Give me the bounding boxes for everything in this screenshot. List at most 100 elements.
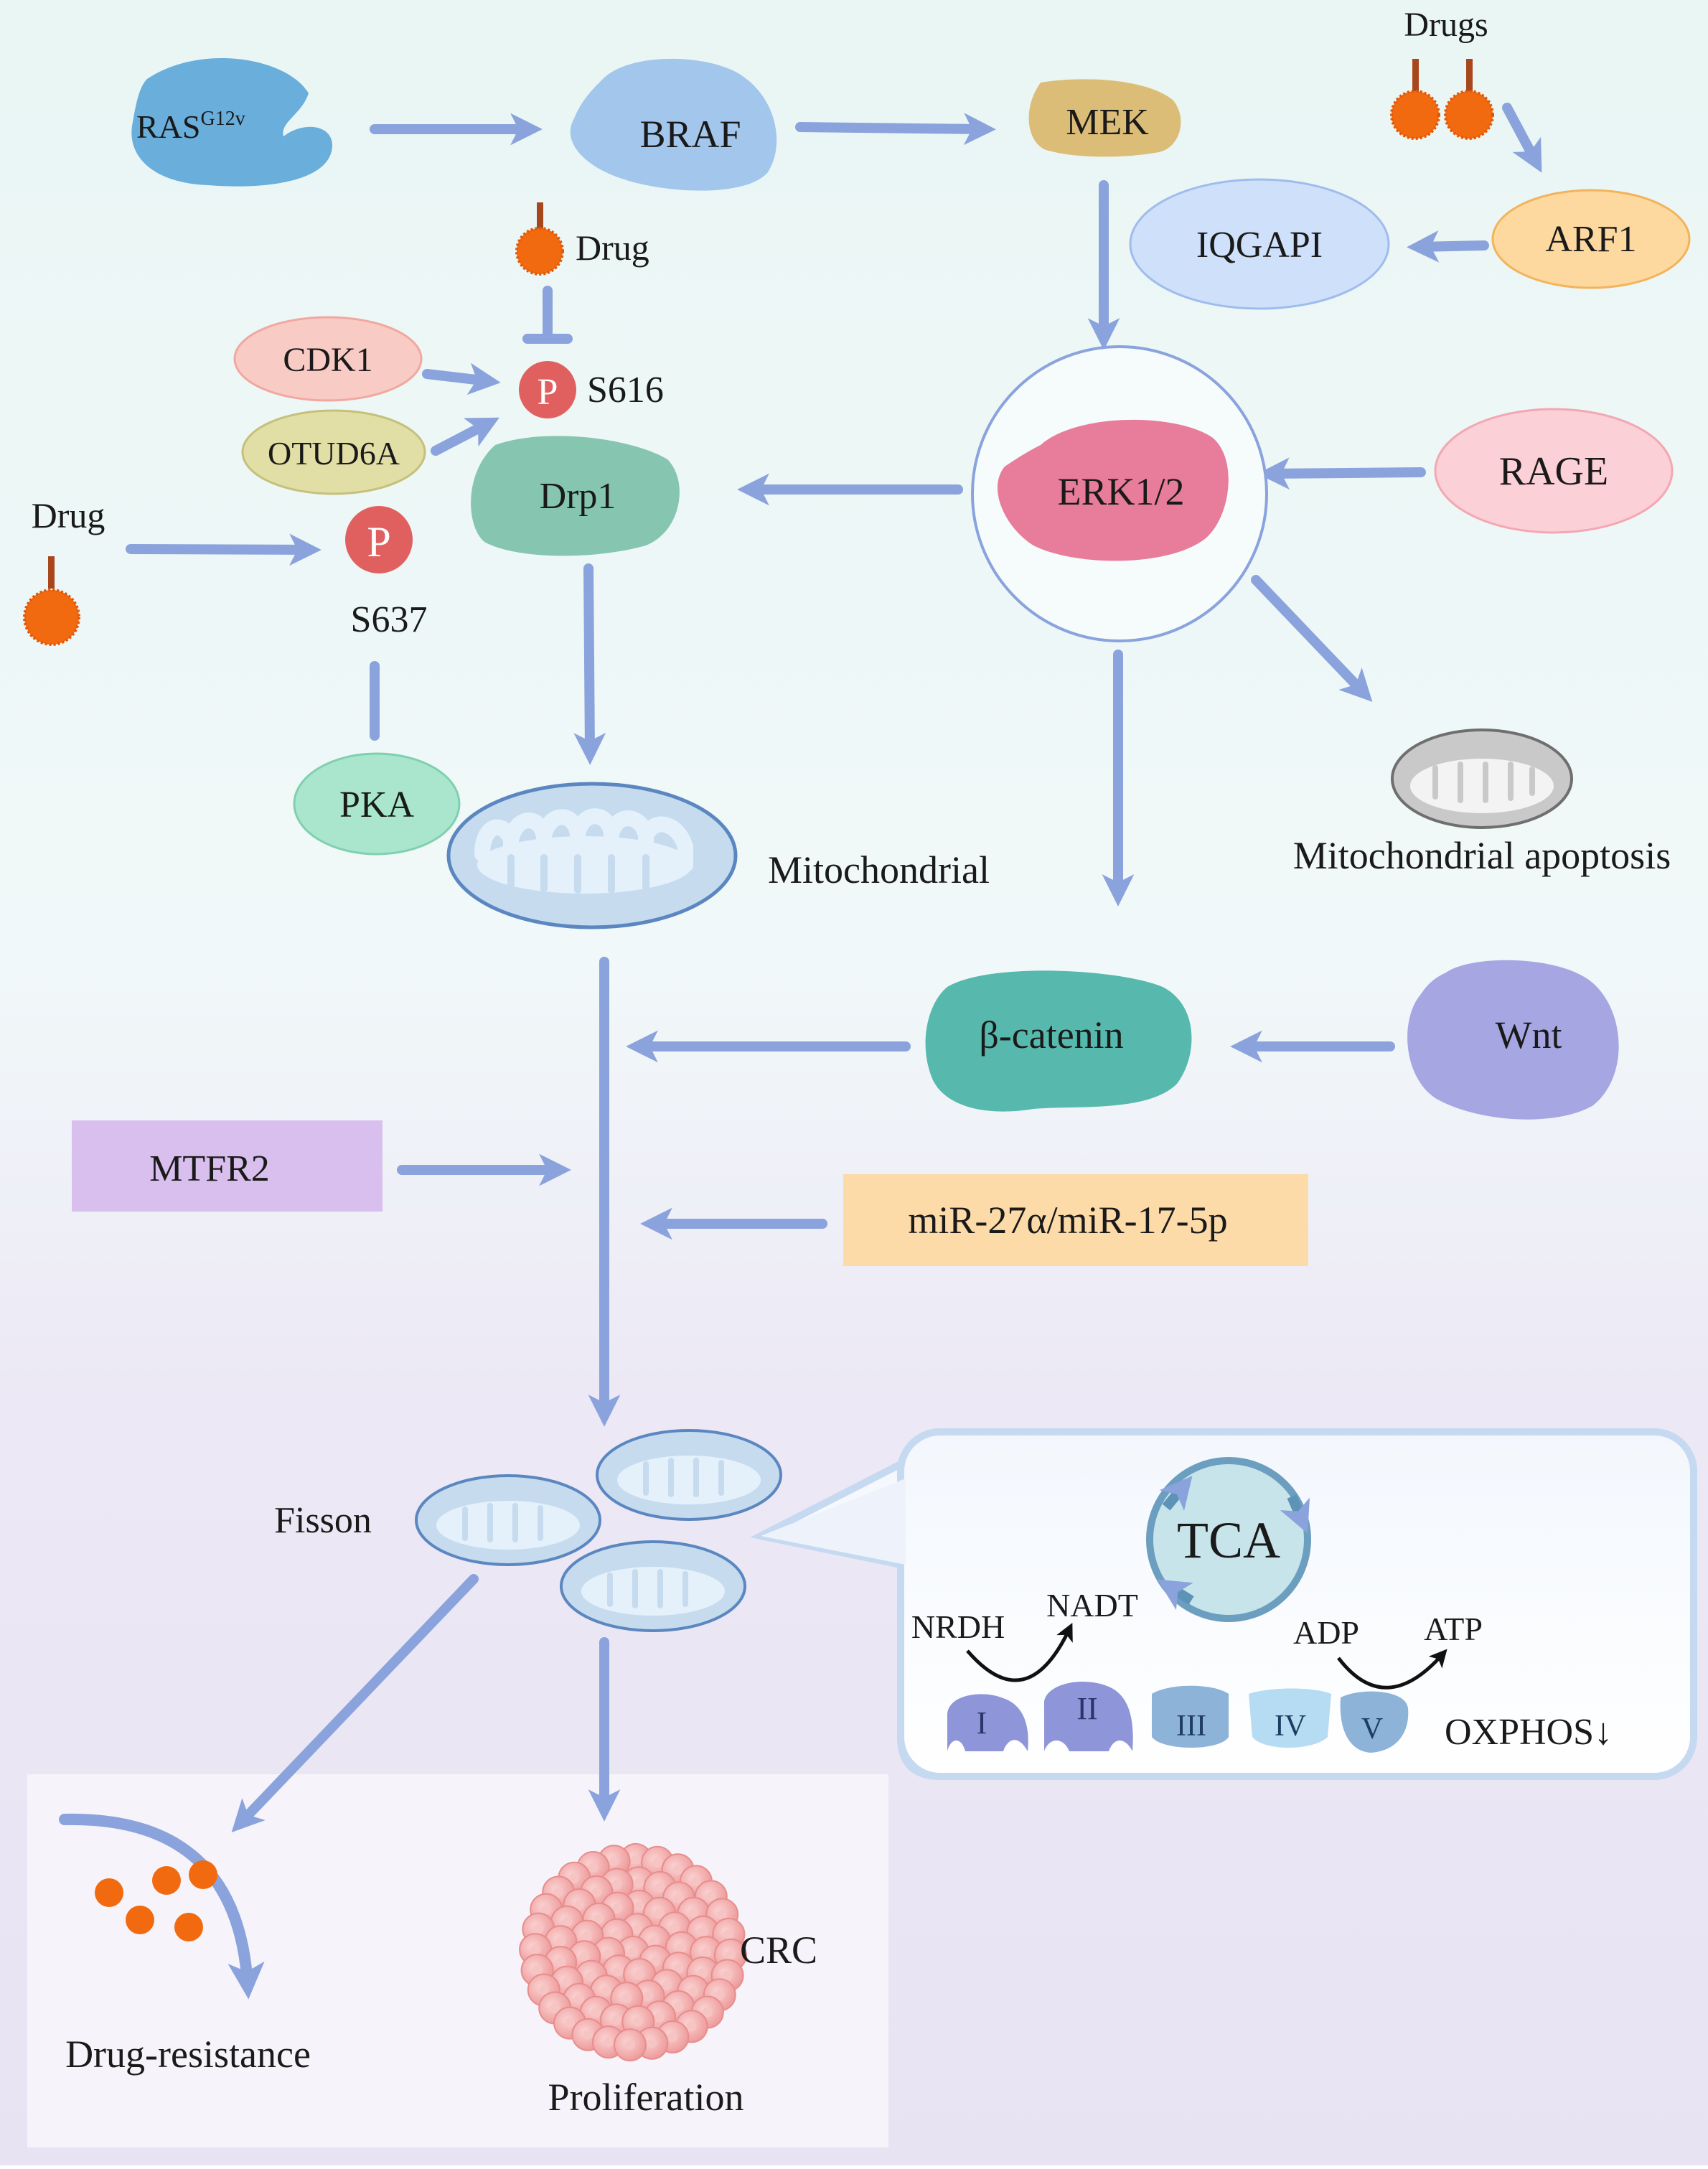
cdk1-label: CDK1 xyxy=(283,341,372,379)
tumor-cell-nucleus xyxy=(562,1916,573,1927)
tumor-cell-nucleus xyxy=(582,1931,593,1941)
svg-text:P: P xyxy=(367,518,390,566)
iqgap-node: IQGAPI xyxy=(1129,178,1390,310)
pka-label: PKA xyxy=(339,784,414,825)
beta-catenin-label: β-catenin xyxy=(979,1013,1123,1057)
tumor-cell-nucleus xyxy=(553,1887,564,1898)
oxphos-label: OXPHOS↓ xyxy=(1445,1712,1613,1753)
tumor-cell-nucleus xyxy=(643,1991,654,2002)
s616-label: S616 xyxy=(587,370,664,411)
tumor-cell-nucleus xyxy=(647,2038,657,2048)
tumor-cell-nucleus xyxy=(673,2002,684,2012)
tumor-cell-nucleus xyxy=(631,1854,641,1865)
tumor-cell-nucleus xyxy=(538,1985,549,1995)
arrow-rage-erk xyxy=(1257,457,1426,490)
drug-resistance-label: Drug-resistance xyxy=(65,2033,311,2076)
tumor-cell-nucleus xyxy=(673,1893,684,1903)
tumor-cell-nucleus xyxy=(611,1879,622,1890)
tumor-cell-nucleus xyxy=(717,1909,728,1920)
complex-ii-icon: II xyxy=(1044,1681,1133,1751)
tumor-cell-nucleus xyxy=(555,1936,566,1947)
tumor-cell-nucleus xyxy=(611,2015,621,2025)
tumor-cell-nucleus xyxy=(593,1913,604,1924)
mtfr2-label: MTFR2 xyxy=(149,1148,270,1189)
atp-label: ATP xyxy=(1424,1611,1483,1647)
mirna-label: miR-27α/miR-17-5p xyxy=(908,1199,1227,1242)
pka-node: PKA xyxy=(293,752,461,856)
svg-text:V: V xyxy=(1361,1713,1383,1746)
tumor-cell-nucleus xyxy=(723,1929,734,1939)
complex-v-icon: V xyxy=(1340,1691,1409,1753)
tumor-cell-nucleus xyxy=(588,1863,599,1873)
svg-text:IV: IV xyxy=(1275,1710,1306,1743)
tumor-cell-nucleus xyxy=(698,1926,708,1937)
tumor-cell-nucleus xyxy=(628,1947,638,1957)
tumor-cell-nucleus xyxy=(555,1957,566,1968)
tumor-cell-nucleus xyxy=(654,2012,665,2023)
tumor-cell-nucleus xyxy=(672,1865,683,1875)
tumor-cell-nucleus xyxy=(654,1882,665,1893)
tumor-cell-nucleus xyxy=(670,1923,680,1934)
s637-label: S637 xyxy=(351,599,428,640)
adp-to-atp-arrow xyxy=(1337,1649,1447,1690)
otud6a-node: OTUD6A xyxy=(241,409,426,495)
drug-pill-icon xyxy=(1444,90,1494,140)
drug-stem-1 xyxy=(1412,59,1419,93)
mito-fragment-2 xyxy=(415,1474,601,1566)
svg-text:P: P xyxy=(538,372,558,413)
tumor-cell-nucleus xyxy=(562,1977,572,1987)
arrow-erk-apoptosis xyxy=(1251,575,1373,702)
mirna-box: miR-27α/miR-17-5p xyxy=(843,1174,1308,1266)
mek-label: MEK xyxy=(1066,102,1149,143)
arf1-label: ARF1 xyxy=(1545,219,1636,260)
beta-catenin-protein: β-catenin xyxy=(925,970,1192,1112)
rage-node: RAGE xyxy=(1434,408,1674,534)
arrow-arf1-iqgap xyxy=(1407,230,1489,263)
drug-left: Drug xyxy=(23,495,105,646)
tumor-cell-nucleus xyxy=(574,1899,585,1910)
tumor-cell-nucleus xyxy=(690,1876,701,1887)
tumor-cell-nucleus xyxy=(688,1908,699,1919)
svg-text:III: III xyxy=(1176,1710,1206,1743)
nrdh-label: NRDH xyxy=(911,1608,1005,1645)
tumor-cell-nucleus xyxy=(676,1942,687,1953)
svg-text:I: I xyxy=(977,1705,987,1741)
tumor-cell-nucleus xyxy=(583,2029,593,2040)
phospho-s616: P S616 xyxy=(519,361,664,418)
iqgap-label: IQGAPI xyxy=(1196,225,1323,266)
mito-fragment-3 xyxy=(560,1540,746,1632)
drugs-top-label: Drugs xyxy=(1404,6,1488,44)
arrow-otud6a-p616 xyxy=(431,417,499,456)
phospho-s637-icon xyxy=(345,506,413,573)
arrow-drug-p637 xyxy=(126,533,322,566)
tumor-cell-nucleus xyxy=(609,1856,619,1867)
drp1-protein: Drp1 xyxy=(471,436,680,556)
tumor-cell-nucleus xyxy=(714,1990,725,2000)
drp1-label: Drp1 xyxy=(540,476,616,517)
tumor-cell-nucleus xyxy=(591,2007,601,2018)
tumor-cell-nucleus xyxy=(701,1947,711,1958)
tumor-cell-nucleus xyxy=(632,1924,642,1935)
proliferation-label: Proliferation xyxy=(548,2076,744,2119)
tumor-cell-nucleus xyxy=(686,2021,697,2032)
nadt-label: NADT xyxy=(1046,1587,1138,1624)
tumor-cell-nucleus xyxy=(654,1908,665,1919)
mito-fragment-1 xyxy=(596,1429,782,1521)
tumor-cell-nucleus xyxy=(722,1970,733,1981)
crc-cell-cluster-icon xyxy=(519,1842,747,2062)
tumor-cell-nucleus xyxy=(612,1903,623,1913)
ras-protein: RASG12v xyxy=(131,58,333,187)
complex-iii-icon: III xyxy=(1152,1685,1229,1748)
arrow-cdk1-p616 xyxy=(422,362,501,395)
drug-resistance-dots xyxy=(95,1860,217,1941)
tumor-cell-nucleus xyxy=(604,1948,614,1959)
tumor-cell-nucleus xyxy=(625,2040,635,2051)
tumor-cell-nucleus xyxy=(725,1949,736,1960)
complex-i-icon: I xyxy=(947,1694,1028,1751)
mitochondrial-label: Mitochondrial xyxy=(768,848,990,891)
tumor-cell-nucleus xyxy=(574,1994,584,2005)
tumor-cell-nucleus xyxy=(550,2002,560,2013)
rage-label: RAGE xyxy=(1499,449,1608,494)
tumor-cell-nucleus xyxy=(652,1857,663,1868)
